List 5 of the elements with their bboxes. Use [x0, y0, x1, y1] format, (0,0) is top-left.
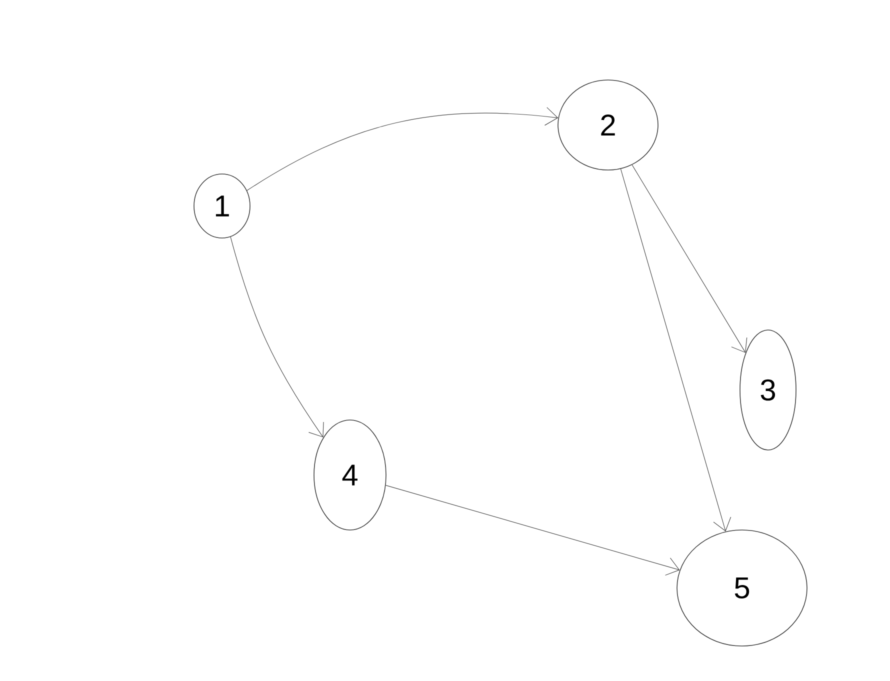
- arrow: [246, 107, 558, 191]
- arrow: [620, 168, 732, 532]
- arrow: [385, 485, 680, 576]
- arrow: [632, 164, 748, 353]
- arrow: [230, 236, 324, 438]
